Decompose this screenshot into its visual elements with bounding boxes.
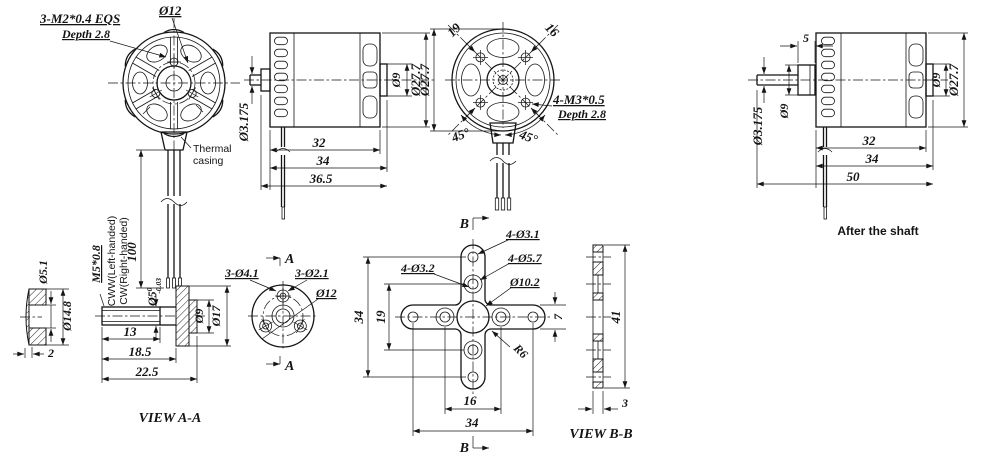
dim-prop-shaft-dia: Ø50-0.03 xyxy=(145,278,163,307)
dim-prop-total-length: 22.5 xyxy=(135,364,159,379)
label-screw-spec: 3-M2*0.4 EQS xyxy=(39,11,120,26)
section-marker-a-bottom: A xyxy=(284,359,294,374)
dim-rs-boss-dia: Ø9 xyxy=(929,73,943,89)
dim-washer-thickness: 2 xyxy=(47,346,54,360)
caption-after-shaft: After the shaft xyxy=(837,224,918,238)
label-thermal-casing-2: casing xyxy=(193,155,224,167)
label-rotation-left: CWW(Left-handed) xyxy=(106,216,118,306)
front-view: 100 3-M2*0.4 EQS Depth 2.8 Ø12 Thermal c… xyxy=(39,3,240,289)
label-rear-screw-depth: Depth 2.8 xyxy=(557,107,606,121)
label-holes-big: 3-Ø4.1 xyxy=(224,266,259,280)
dim-long-shaft-dia: Ø3.175 xyxy=(750,106,765,146)
view-bb: 41 3 VIEW B-B xyxy=(569,244,633,442)
dim-shoulder-length: 18.5 xyxy=(129,344,152,359)
dim-rs-total-length: 50 xyxy=(847,169,861,184)
dim-flange-dia: Ø17 xyxy=(209,305,223,328)
label-rear-screw-spec: 4-M3*0.5 xyxy=(552,92,605,107)
label-holes-small: 3-Ø2.1 xyxy=(294,266,329,280)
dim-arm-width: 7 xyxy=(551,313,565,320)
dim-length-with-boss: 34 xyxy=(316,153,331,168)
washer-section: Ø5.1 Ø14.8 2 xyxy=(13,260,74,360)
dim-hole-pitch-b: 16 xyxy=(542,20,562,40)
dim-boss-dia: Ø9 xyxy=(389,73,403,89)
view-aa: 3-Ø4.1 3-Ø2.1 Ø12 A A xyxy=(224,252,337,374)
dim-pitch-h-inner: 16 xyxy=(464,393,478,408)
dim-shaft-dia: Ø3.175 xyxy=(236,102,251,142)
side-view: 32 34 36.5 Ø9 Ø27.7 Ø3.175 xyxy=(236,32,434,220)
dim-plate-height: 41 xyxy=(608,311,623,325)
dim-washer-outer: Ø14.8 xyxy=(60,301,74,332)
section-marker-a-top: A xyxy=(284,252,294,267)
label-counterbore: 4-Ø5.7 xyxy=(507,251,543,265)
section-marker-b-bottom: B xyxy=(459,441,469,456)
dim-plate-thickness: 3 xyxy=(621,396,628,410)
label-thread-spec: M5*0.8 xyxy=(89,245,103,284)
dim-rs-case-dia: Ø27.7 xyxy=(946,63,961,97)
dim-pitch-v-outer: 34 xyxy=(351,310,366,325)
dim-collar-width: 5 xyxy=(803,31,809,45)
label-screw-depth: Depth 2.8 xyxy=(61,27,110,41)
label-center-hole: Ø10.2 xyxy=(509,275,540,289)
label-aa-bolt-circle: Ø12 xyxy=(315,286,337,300)
dim-hole-pitch-a: 19 xyxy=(444,20,464,40)
dim-thread-length: 13 xyxy=(124,324,138,339)
label-rotation-right: CW(Right-handed) xyxy=(118,217,130,305)
dim-prop-boss-dia: Ø9 xyxy=(192,309,206,325)
dim-rs-body-length: 32 xyxy=(862,133,877,148)
dim-collar-dia: Ø9 xyxy=(777,104,791,120)
dim-rear-case-dia: Ø27.7 xyxy=(417,63,432,97)
cross-mount: 4-Ø3.1 4-Ø5.7 4-Ø3.2 Ø10.2 R6 7 19 34 16… xyxy=(351,215,566,456)
caption-view-aa: VIEW A-A xyxy=(139,411,202,426)
dim-angle-right: 45° xyxy=(516,126,540,147)
dim-rs-length-with-boss: 34 xyxy=(865,151,880,166)
caption-view-bb: VIEW B-B xyxy=(569,427,632,442)
label-inner-holes: 4-Ø3.2 xyxy=(400,261,435,275)
prop-shaft-detail: M5*0.8 CWW(Left-handed) CW(Right-handed)… xyxy=(89,216,231,426)
dim-total-length: 36.5 xyxy=(309,171,333,186)
dim-body-length: 32 xyxy=(312,135,327,150)
dim-washer-bore: Ø5.1 xyxy=(36,260,50,285)
dim-pitch-v-inner: 19 xyxy=(373,310,388,324)
dim-angle-left: 45° xyxy=(448,124,472,145)
dim-wire-length: 100 xyxy=(124,242,139,262)
section-marker-b-top: B xyxy=(459,217,469,232)
label-thermal-casing-1: Thermal xyxy=(193,143,232,155)
shaft-extended-view: 5 Ø9 Ø3.175 32 34 50 Ø9 Ø27.7 After the … xyxy=(748,31,968,238)
rear-view: 19 16 Ø27.7 4-M3*0.5 Depth 2.8 45° 45° xyxy=(417,20,606,211)
label-bolt-circle-dia: Ø12 xyxy=(158,3,182,18)
dim-case-dia: Ø27.7 xyxy=(408,63,423,97)
label-fillet-radius: R6 xyxy=(510,341,531,362)
dim-pitch-h-outer: 34 xyxy=(465,415,480,430)
label-end-holes: 4-Ø3.1 xyxy=(505,227,540,241)
